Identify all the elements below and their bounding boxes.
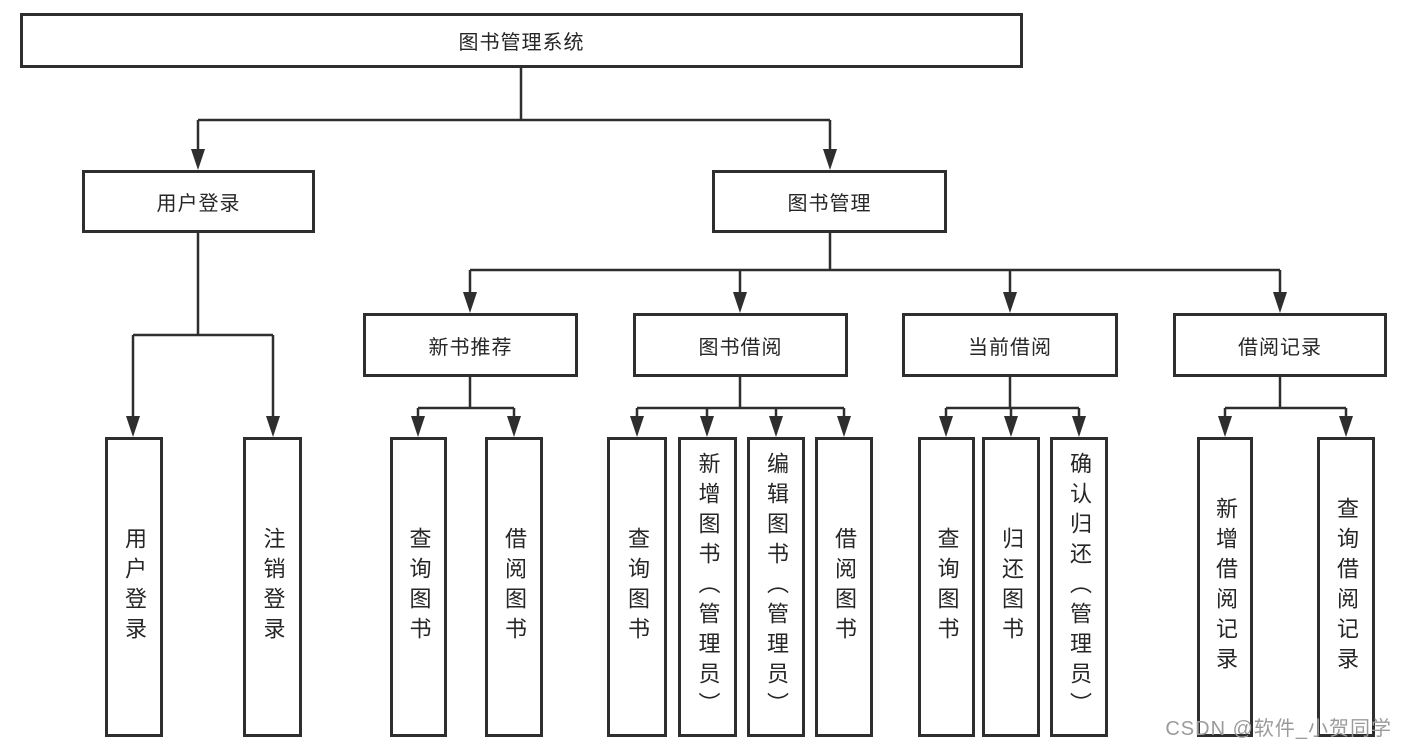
node-current-borrow: 当前借阅 [902,313,1118,377]
node-label: 借阅图书 [832,527,857,647]
node-label: 图书借阅 [698,336,783,359]
node-label: 用户登录 [156,193,241,215]
node-label: 用户登录 [122,527,147,647]
leaf-add-borrow-record: 新增借阅记录 [1197,437,1253,737]
node-label: 新增图书（管理员） [695,452,721,722]
node-new-book-recommend: 新书推荐 [363,313,578,377]
node-label: 图书管理系统 [458,32,585,54]
node-label: 当前借阅 [968,336,1052,359]
node-label: 查询借阅记录 [1334,497,1359,677]
leaf-query-books-recommend: 查询图书 [390,437,447,737]
node-label: 查询图书 [406,527,432,647]
node-library-management-system: 图书管理系统 [20,13,1023,68]
leaf-query-books-borrow: 查询图书 [607,437,667,737]
leaf-user-login: 用户登录 [105,437,163,737]
leaf-query-books-current: 查询图书 [918,437,975,737]
leaf-logout: 注销登录 [243,437,302,737]
node-label: 图书管理 [787,193,872,215]
leaf-query-borrow-record: 查询借阅记录 [1317,437,1375,737]
node-label: 确认归还（管理员） [1067,452,1092,722]
node-borrow-records: 借阅记录 [1173,313,1387,377]
leaf-edit-books-admin: 编辑图书（管理员） [747,437,805,737]
node-book-borrow: 图书借阅 [633,313,848,377]
node-book-management-module: 图书管理 [712,170,947,233]
node-label: 借阅图书 [502,527,527,647]
node-user-login-module: 用户登录 [82,170,315,233]
node-label: 借阅记录 [1238,336,1322,359]
leaf-borrow-books-recommend: 借阅图书 [485,437,543,737]
leaf-return-books: 归还图书 [982,437,1040,737]
node-label: 归还图书 [999,527,1024,647]
node-label: 新增借阅记录 [1213,497,1238,677]
node-label: 查询图书 [625,527,650,647]
node-label: 查询图书 [934,527,960,647]
csdn-watermark: CSDN @软件_小贺同学 [1165,718,1392,740]
leaf-confirm-return-admin: 确认归还（管理员） [1050,437,1108,737]
leaf-borrow-books: 借阅图书 [815,437,873,737]
node-label: 注销登录 [260,527,286,647]
leaf-add-books-admin: 新增图书（管理员） [678,437,737,737]
node-label: 新书推荐 [428,336,513,359]
node-label: 编辑图书（管理员） [764,452,789,722]
